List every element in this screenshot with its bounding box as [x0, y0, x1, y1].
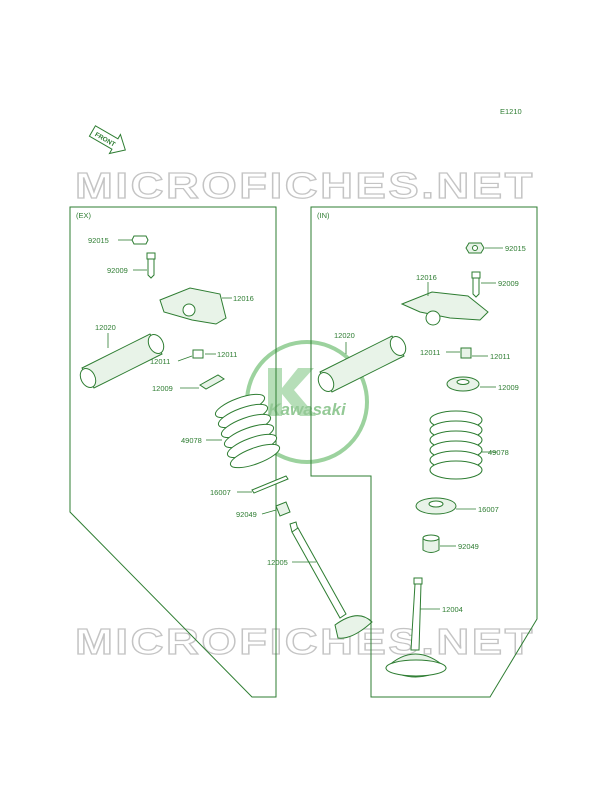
in-part-12020[interactable]: 12020 — [334, 331, 355, 340]
watermark-top: MICROFICHES.NET — [75, 165, 535, 206]
in-part-12011-b[interactable]: 12011 — [490, 352, 510, 361]
in-part-92049[interactable]: 92049 — [458, 542, 479, 551]
in-part-16007[interactable]: 16007 — [478, 505, 499, 514]
page-code: E1210 — [500, 107, 522, 116]
ex-part-12009[interactable]: 12009 — [152, 384, 173, 393]
intake-section: (IN) 92015 92009 12016 12020 12011 12011 — [310, 206, 538, 698]
kawasaki-logo: Kawasaki — [245, 340, 369, 464]
in-part-49078[interactable]: 49078 — [488, 448, 509, 457]
ex-part-12011-a[interactable]: 12011 — [150, 357, 170, 366]
ex-part-12016[interactable]: 12016 — [233, 294, 254, 303]
in-part-12011-a[interactable]: 12011 — [420, 348, 440, 357]
in-part-12016[interactable]: 12016 — [416, 273, 437, 282]
watermark-bottom: MICROFICHES.NET — [75, 621, 535, 662]
exhaust-section-label: (EX) — [76, 211, 92, 220]
ex-spring-icon — [214, 393, 281, 469]
ex-part-12011-b[interactable]: 12011 — [217, 350, 237, 359]
ex-part-92015[interactable]: 92015 — [88, 236, 109, 245]
in-part-92015[interactable]: 92015 — [505, 244, 526, 253]
ex-part-49078[interactable]: 49078 — [181, 436, 202, 445]
in-valve-icon — [385, 577, 447, 678]
ex-part-92049[interactable]: 92049 — [236, 510, 257, 519]
ex-part-12020[interactable]: 12020 — [95, 323, 116, 332]
ex-part-12005[interactable]: 12005 — [267, 558, 288, 567]
in-spring-icon — [429, 410, 483, 480]
front-arrow-icon: FRONT — [88, 125, 126, 155]
in-part-92009[interactable]: 92009 — [498, 279, 519, 288]
in-part-12004[interactable]: 12004 — [442, 605, 463, 614]
in-part-12009[interactable]: 12009 — [498, 383, 519, 392]
intake-section-label: (IN) — [317, 211, 330, 220]
ex-valve-icon — [289, 521, 373, 639]
exhaust-section: (EX) 92015 92009 12016 12020 12011 12011… — [69, 206, 373, 698]
ex-part-92009[interactable]: 92009 — [107, 266, 128, 275]
logo-text: Kawasaki — [268, 400, 347, 419]
ex-part-16007[interactable]: 16007 — [210, 488, 231, 497]
